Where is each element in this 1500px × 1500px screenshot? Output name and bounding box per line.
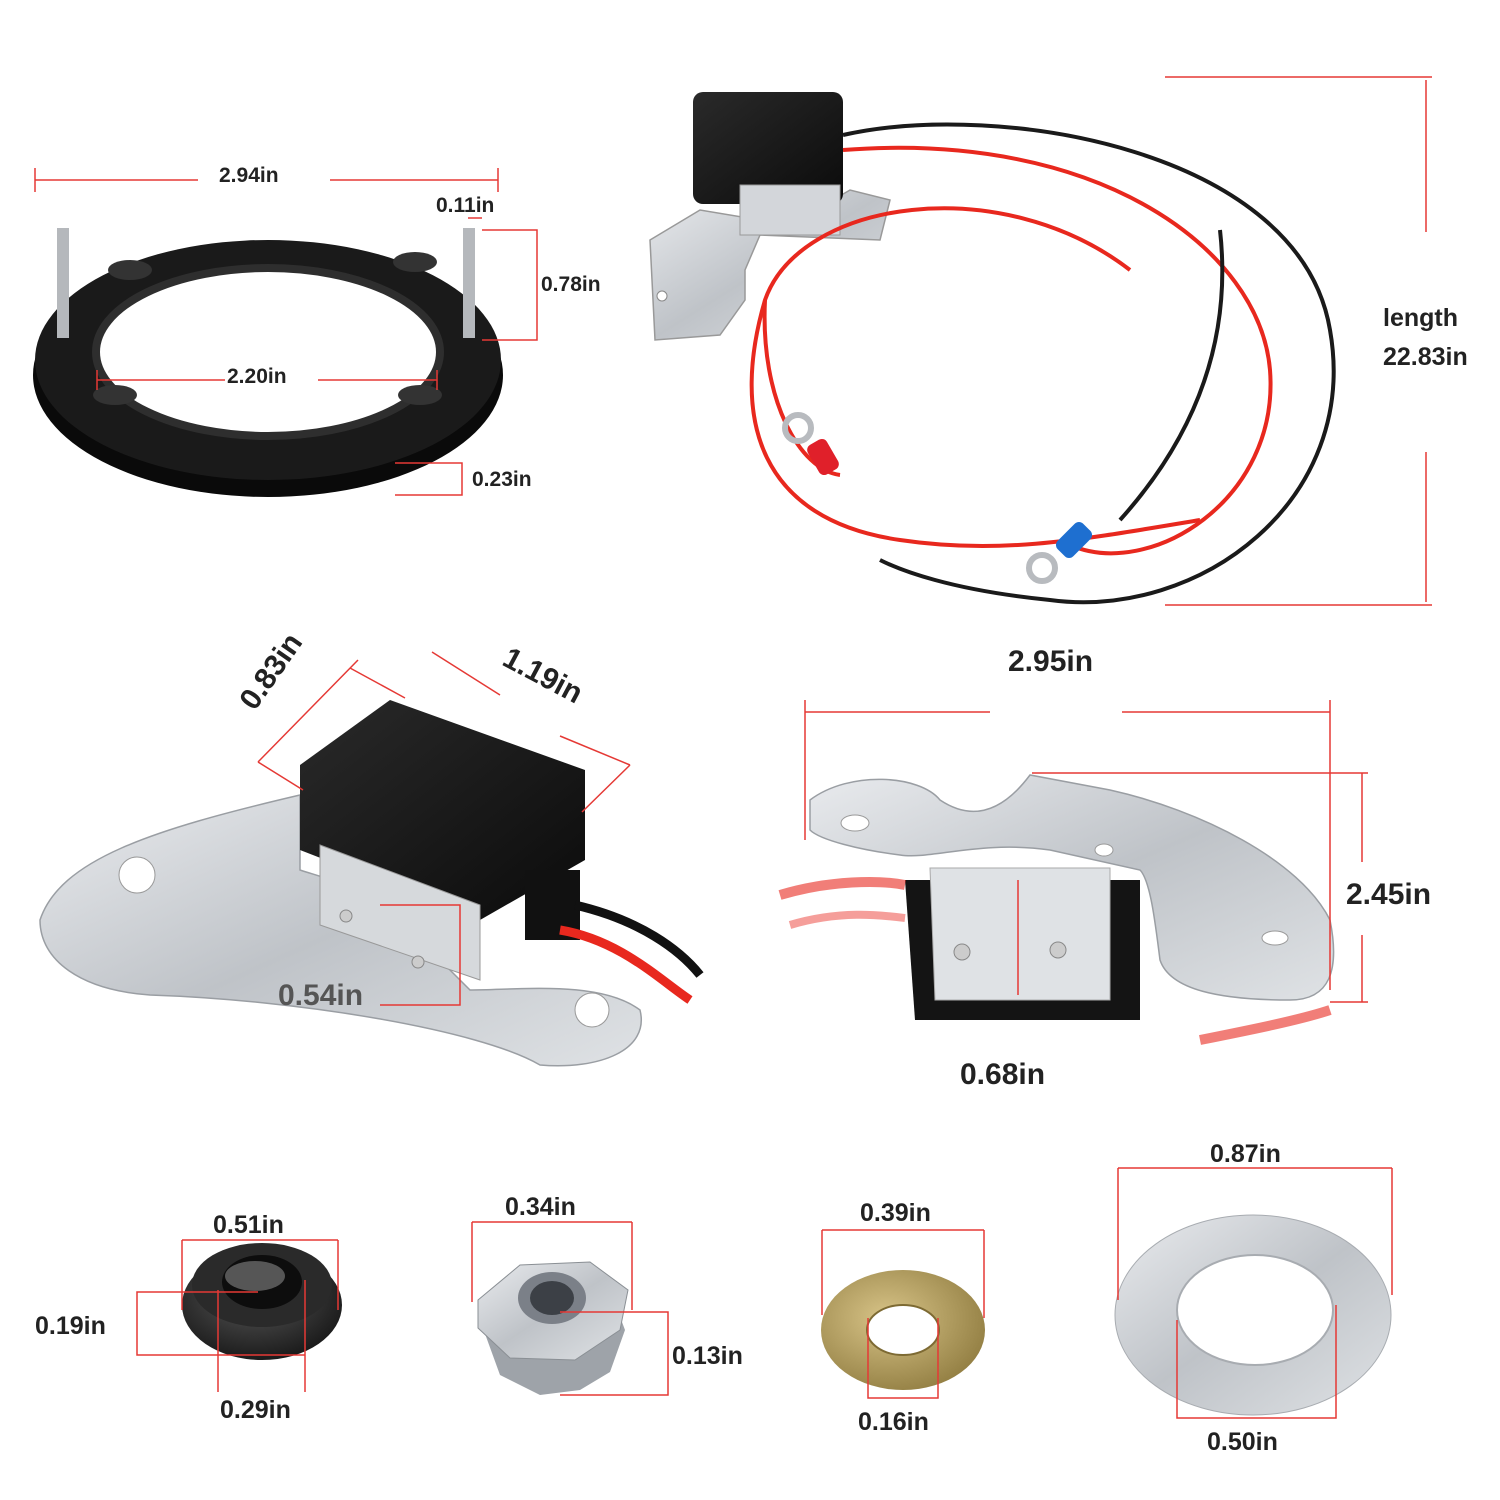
- base-plate-ring-icon: [33, 228, 503, 497]
- base-plate-dimension-lines: [34, 168, 538, 496]
- wiring-dimension-lines: [1165, 76, 1432, 606]
- dim-nut-width-label: 0.34in: [505, 1193, 576, 1221]
- dim-stud-height-label: 0.78in: [541, 273, 601, 296]
- large-washer-dimension-lines: [1117, 1167, 1393, 1419]
- dim-bracket-height-label: 2.45in: [1346, 878, 1432, 911]
- brass-washer-icon: [821, 1270, 985, 1390]
- grommet-dimension-lines: [136, 1239, 339, 1392]
- dim-length-value: 22.83in: [1383, 343, 1468, 371]
- dim-thickness-label: 0.23in: [472, 468, 532, 491]
- dim-grommet-inner-label: 0.29in: [220, 1396, 291, 1424]
- ignition-module-with-wires-icon: [649, 92, 1336, 605]
- dim-bracket-width-label: 2.95in: [1008, 645, 1094, 678]
- rubber-grommet-icon: [182, 1243, 342, 1360]
- dim-small-washer-inner-label: 0.16in: [858, 1408, 929, 1436]
- dim-grommet-thickness-label: 0.19in: [35, 1312, 106, 1340]
- module-front-dimension-lines: [257, 651, 631, 1006]
- dim-grommet-outer-label: 0.51in: [213, 1211, 284, 1239]
- steel-washer-icon: [1114, 1214, 1392, 1416]
- dim-nut-thread-label: 0.13in: [672, 1342, 743, 1370]
- ignition-module-front-icon: [39, 700, 704, 1067]
- nut-dimension-lines: [471, 1221, 669, 1396]
- dim-module-height-label: 0.54in: [278, 979, 364, 1012]
- bracket-dimension-lines: [804, 700, 1368, 1003]
- dim-inner-diameter-label: 2.20in: [227, 365, 287, 388]
- small-washer-dimension-lines: [821, 1229, 985, 1399]
- dim-large-washer-outer-label: 0.87in: [1210, 1140, 1281, 1168]
- kep-nut-icon: [477, 1261, 629, 1395]
- dim-bracket-block-label: 0.68in: [960, 1058, 1046, 1091]
- dim-small-washer-outer-label: 0.39in: [860, 1199, 931, 1227]
- mounting-bracket-icon: [778, 774, 1335, 1045]
- dim-length-caption: length: [1383, 304, 1458, 332]
- dim-outer-diameter-label: 2.94in: [219, 164, 279, 187]
- dim-stud-diameter-label: 0.11in: [436, 194, 495, 217]
- dim-large-washer-inner-label: 0.50in: [1207, 1428, 1278, 1456]
